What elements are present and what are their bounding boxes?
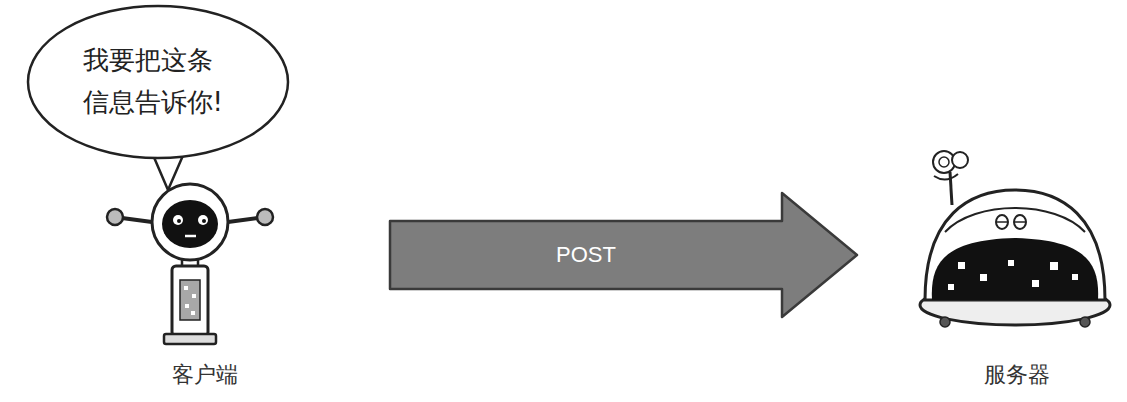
speech-bubble-node: 我要把这条信息告诉你! [40, 20, 276, 144]
client-node: 客户端 [105, 170, 305, 394]
server-node: 服务器 [912, 150, 1122, 394]
node-label: 客户端 [172, 360, 238, 390]
node-label: 服务器 [984, 360, 1050, 390]
server-robot [920, 151, 1110, 327]
speech-text: 我要把这条信息告诉你! [83, 40, 234, 123]
block-arrow [390, 193, 857, 317]
client-robot [107, 184, 273, 344]
method-label: POST [556, 242, 616, 268]
speech-bubble [28, 6, 288, 190]
